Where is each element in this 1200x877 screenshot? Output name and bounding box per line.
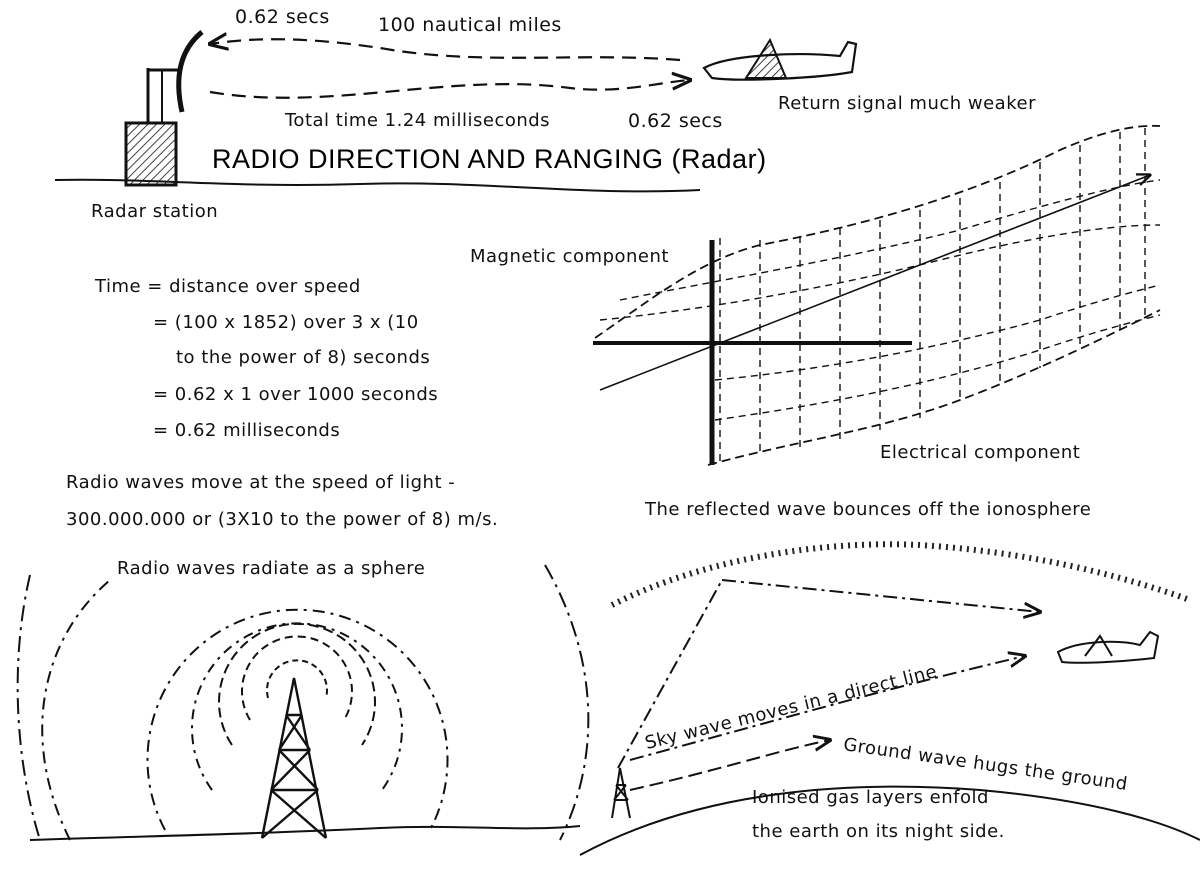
radio-tower	[260, 677, 328, 839]
distance-label: 100 nautical miles	[378, 14, 562, 36]
radiating-sphere-waves	[16, 564, 590, 841]
formula-line-4: = 0.62 x 1 over 1000 seconds	[153, 384, 439, 405]
page-title: RADIO DIRECTION AND RANGING (Radar)	[212, 144, 767, 174]
speed-note-line-1: Radio waves move at the speed of light -	[66, 472, 456, 493]
formula-line-2: = (100 x 1852) over 3 x (10	[153, 312, 419, 333]
ionised-note-line-2: the earth on its night side.	[752, 821, 1005, 842]
ionosphere-caption: The reflected wave bounces off the ionos…	[645, 499, 1092, 520]
formula-line-1: Time = distance over speed	[95, 276, 361, 297]
radar-ground-line	[54, 178, 701, 193]
aircraft-bottom	[1056, 630, 1160, 664]
return-note-label: Return signal much weaker	[778, 93, 1036, 114]
direct-wave-path	[629, 656, 1025, 761]
outbound-signal-path	[209, 80, 690, 99]
outbound-time-label: 0.62 secs	[235, 6, 330, 28]
ionised-note-line-1: Ionised gas layers enfold	[752, 787, 989, 808]
return-time-label: 0.62 secs	[628, 110, 723, 132]
aircraft-top	[702, 37, 858, 81]
magnetic-component-label: Magnetic component	[470, 246, 669, 267]
formula-line-5: = 0.62 milliseconds	[153, 420, 341, 441]
radar-station-label: Radar station	[91, 201, 219, 222]
ionosphere-tower	[611, 767, 631, 819]
em-wave-drawing	[593, 124, 1161, 466]
speed-note-line-2: 300.000.000 or (3X10 to the power of 8) …	[66, 509, 499, 530]
return-signal-path	[210, 39, 681, 62]
total-time-label: Total time 1.24 milliseconds	[285, 110, 551, 131]
electrical-component-label: Electrical component	[880, 442, 1081, 463]
formula-line-3: to the power of 8) seconds	[176, 347, 431, 368]
sky-wave-up-path	[617, 579, 723, 769]
sphere-ground-line	[29, 825, 581, 841]
ionosphere-layer	[610, 541, 1192, 608]
sphere-caption: Radio waves radiate as a sphere	[117, 558, 426, 579]
earth-curve	[579, 785, 1200, 856]
radar-station	[124, 30, 204, 187]
sky-wave-reflected-path	[721, 579, 1040, 612]
ground-wave-path	[629, 740, 830, 791]
